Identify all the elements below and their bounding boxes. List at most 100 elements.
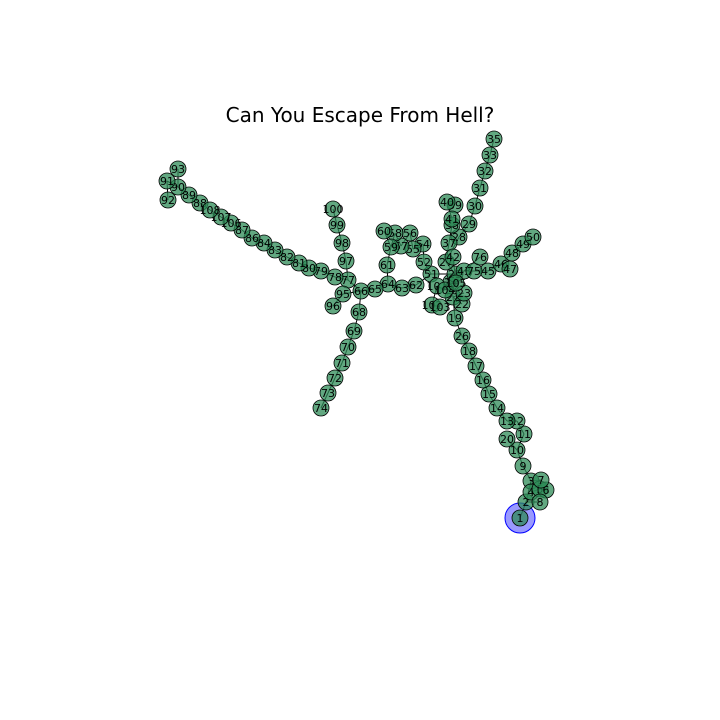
node-83[interactable]: 83: [266, 241, 284, 259]
node-76[interactable]: 76: [471, 248, 489, 266]
node-circle[interactable]: [352, 282, 370, 300]
node-30[interactable]: 30: [466, 197, 484, 215]
node-circle[interactable]: [375, 222, 393, 240]
node-circle[interactable]: [350, 303, 368, 321]
node-96[interactable]: 96: [324, 297, 342, 315]
node-circle[interactable]: [158, 172, 176, 190]
node-circle[interactable]: [431, 298, 449, 316]
node-circle[interactable]: [476, 162, 494, 180]
node-14[interactable]: 14: [488, 399, 506, 417]
node-circle[interactable]: [481, 146, 499, 164]
node-circle[interactable]: [169, 160, 187, 178]
node-7[interactable]: 7: [532, 471, 550, 489]
node-52[interactable]: 52: [415, 253, 433, 271]
node-37[interactable]: 37: [440, 234, 458, 252]
node-75[interactable]: 75: [465, 262, 483, 280]
node-circle[interactable]: [201, 201, 219, 219]
node-97[interactable]: 97: [337, 252, 355, 270]
node-59[interactable]: 59: [382, 238, 400, 256]
node-circle[interactable]: [333, 234, 351, 252]
node-45[interactable]: 45: [479, 262, 497, 280]
node-circle[interactable]: [447, 274, 465, 292]
node-circle[interactable]: [159, 191, 177, 209]
node-circle[interactable]: [337, 252, 355, 270]
node-1[interactable]: 1: [511, 509, 529, 527]
node-circle[interactable]: [474, 371, 492, 389]
node-circle[interactable]: [467, 357, 485, 375]
node-19[interactable]: 19: [446, 309, 464, 327]
node-95[interactable]: 95: [334, 285, 352, 303]
node-circle[interactable]: [438, 193, 456, 211]
node-circle[interactable]: [488, 399, 506, 417]
node-circle[interactable]: [328, 216, 346, 234]
node-circle[interactable]: [345, 322, 363, 340]
node-56[interactable]: 56: [401, 224, 419, 242]
node-17[interactable]: 17: [467, 357, 485, 375]
node-18[interactable]: 18: [460, 342, 478, 360]
node-circle[interactable]: [466, 197, 484, 215]
node-47[interactable]: 47: [501, 260, 519, 278]
node-circle[interactable]: [443, 210, 461, 228]
node-70[interactable]: 70: [339, 338, 357, 356]
node-circle[interactable]: [524, 228, 542, 246]
node-64[interactable]: 64: [379, 275, 397, 293]
node-8[interactable]: 8: [531, 493, 549, 511]
node-98[interactable]: 98: [333, 234, 351, 252]
node-circle[interactable]: [498, 412, 516, 430]
node-100[interactable]: 100: [323, 200, 344, 218]
node-73[interactable]: 73: [319, 384, 337, 402]
node-63[interactable]: 63: [393, 279, 411, 297]
node-circle[interactable]: [334, 285, 352, 303]
node-29[interactable]: 29: [460, 215, 478, 233]
node-circle[interactable]: [511, 509, 529, 527]
node-71[interactable]: 71: [333, 354, 351, 372]
node-circle[interactable]: [326, 369, 344, 387]
node-circle[interactable]: [453, 327, 471, 345]
node-circle[interactable]: [514, 457, 532, 475]
node-20[interactable]: 20: [498, 430, 516, 448]
node-108[interactable]: 108: [200, 201, 221, 219]
node-circle[interactable]: [324, 200, 342, 218]
node-26[interactable]: 26: [453, 327, 471, 345]
node-circle[interactable]: [485, 130, 503, 148]
node-31[interactable]: 31: [471, 179, 489, 197]
node-62[interactable]: 62: [407, 276, 425, 294]
node-60[interactable]: 60: [375, 222, 393, 240]
node-48[interactable]: 48: [503, 244, 521, 262]
node-circle[interactable]: [378, 256, 396, 274]
node-circle[interactable]: [532, 471, 550, 489]
node-33[interactable]: 33: [481, 146, 499, 164]
node-74[interactable]: 74: [312, 399, 330, 417]
node-circle[interactable]: [312, 399, 330, 417]
node-circle[interactable]: [326, 268, 344, 286]
node-99[interactable]: 99: [328, 216, 346, 234]
node-circle[interactable]: [460, 215, 478, 233]
node-circle[interactable]: [503, 244, 521, 262]
node-circle[interactable]: [444, 248, 462, 266]
node-41[interactable]: 41: [443, 210, 461, 228]
node-65[interactable]: 65: [366, 280, 384, 298]
node-23[interactable]: 23: [455, 284, 473, 302]
node-61[interactable]: 61: [378, 256, 396, 274]
node-66[interactable]: 66: [352, 282, 370, 300]
node-circle[interactable]: [515, 425, 533, 443]
node-circle[interactable]: [465, 262, 483, 280]
node-69[interactable]: 69: [345, 322, 363, 340]
node-11[interactable]: 11: [515, 425, 533, 443]
node-72[interactable]: 72: [326, 369, 344, 387]
node-13[interactable]: 13: [498, 412, 516, 430]
node-circle[interactable]: [415, 253, 433, 271]
node-78[interactable]: 78: [326, 268, 344, 286]
node-circle[interactable]: [460, 342, 478, 360]
node-68[interactable]: 68: [350, 303, 368, 321]
node-circle[interactable]: [480, 385, 498, 403]
node-circle[interactable]: [471, 248, 489, 266]
node-51[interactable]: 51: [422, 265, 440, 283]
node-circle[interactable]: [324, 297, 342, 315]
node-circle[interactable]: [508, 441, 526, 459]
node-92[interactable]: 92: [159, 191, 177, 209]
node-circle[interactable]: [446, 309, 464, 327]
node-93[interactable]: 93: [169, 160, 187, 178]
node-10[interactable]: 10: [508, 441, 526, 459]
node-15[interactable]: 15: [480, 385, 498, 403]
